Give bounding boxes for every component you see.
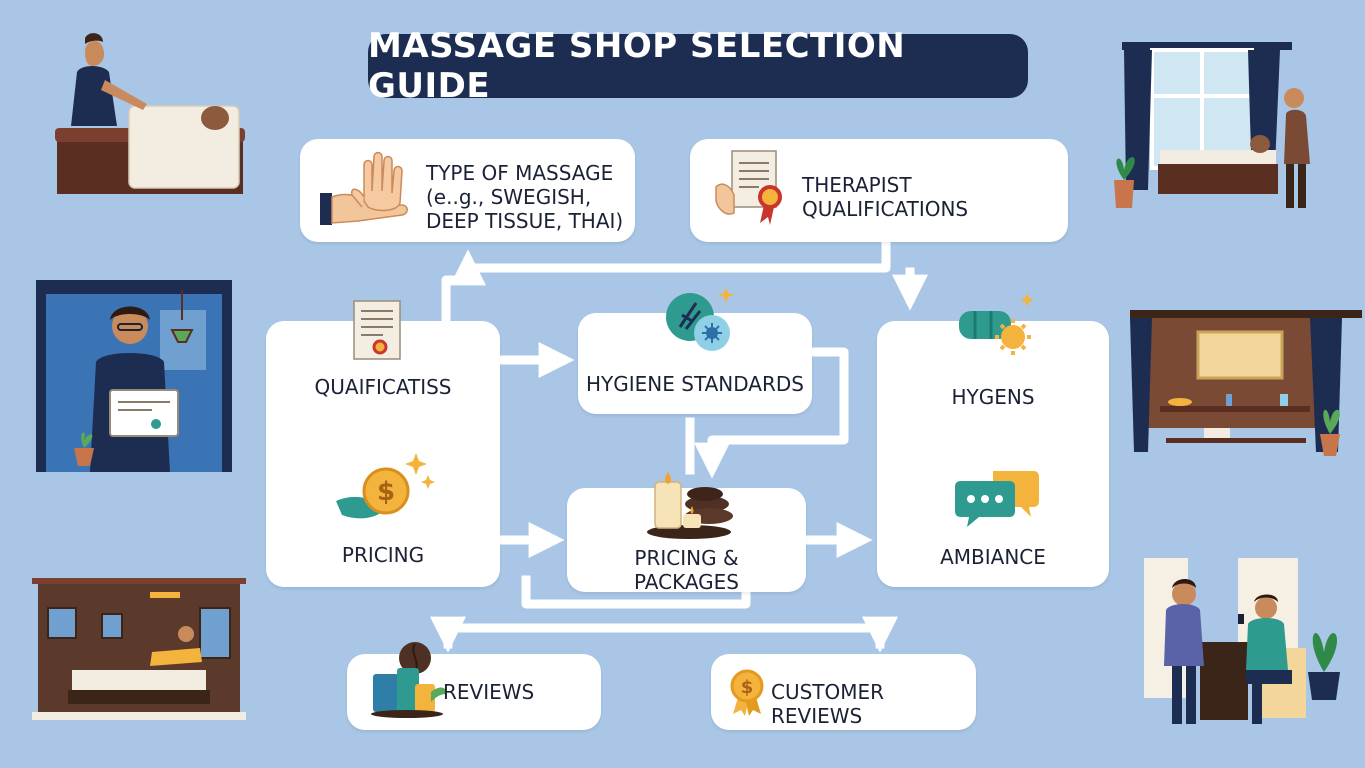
customers-phones-scene [1144,558,1340,724]
node-pricing-packages: PRICING & PACKAGES [567,472,806,594]
node-ambiance-label: AMBIANCE [940,545,1046,569]
node-customer-reviews-label: CUSTOMER REVIEWS [771,680,885,728]
node-hygiene-standards: HYGIENE STANDARDS [578,287,812,414]
certificate-ribbon-icon [715,150,782,225]
node-quaificatiss-label: QUAIFICATISS [314,375,452,399]
node-reviews-label: REVIEWS [443,680,535,704]
node-type-of-massage-label: TYPE OF MASSAGE (e..g., SWEGISH, DEEP TI… [426,161,624,233]
node-customer-reviews: $ CUSTOMER REVIEWS [711,654,976,730]
connector-split [443,623,885,649]
massage-table-scene [55,33,245,194]
svg-text:$: $ [741,677,754,698]
towel-sun-icon [959,293,1034,355]
therapist-certificate-scene [36,280,232,472]
node-pricing-packages-label: PRICING & PACKAGES [634,546,739,594]
node-therapist-qualifications-label: THERAPIST QUALIFICATIONS [802,173,969,221]
spa-shelf-scene [1130,310,1362,456]
raised-hand-icon [320,151,408,225]
chat-bubbles-icon [955,471,1039,527]
node-therapist-qualifications: THERAPIST QUALIFICATIONS [690,139,1068,242]
connector-bottom-loop [521,575,751,609]
node-type-of-massage: TYPE OF MASSAGE (e..g., SWEGISH, DEEP TI… [300,139,635,242]
candles-stones-icon [647,472,733,539]
node-pricing-label: PRICING [341,543,425,567]
connector-therapist-to-type [465,241,891,273]
dollar-award-icon: $ [730,669,764,716]
node-reviews: REVIEWS [347,642,601,730]
hygiene-badge-icon [666,287,734,351]
node-quaificatiss: QUAIFICATISS $ PRICING [266,300,500,587]
node-hygens-label: HYGENS [951,385,1035,409]
window-massage-scene [1114,42,1310,208]
connector-qual-to-type [441,249,486,323]
node-hygiene-standards-label: HYGIENE STANDARDS [586,372,804,396]
connector-hygiene-loop [694,347,849,479]
node-hygens: HYGENS AMBIANCE [877,293,1109,587]
spa-room-scene [32,578,246,720]
certificate-icon [353,300,401,360]
svg-text:$: $ [377,477,395,507]
coffee-products-icon [371,642,447,718]
dollar-coin-icon: $ [336,453,435,519]
